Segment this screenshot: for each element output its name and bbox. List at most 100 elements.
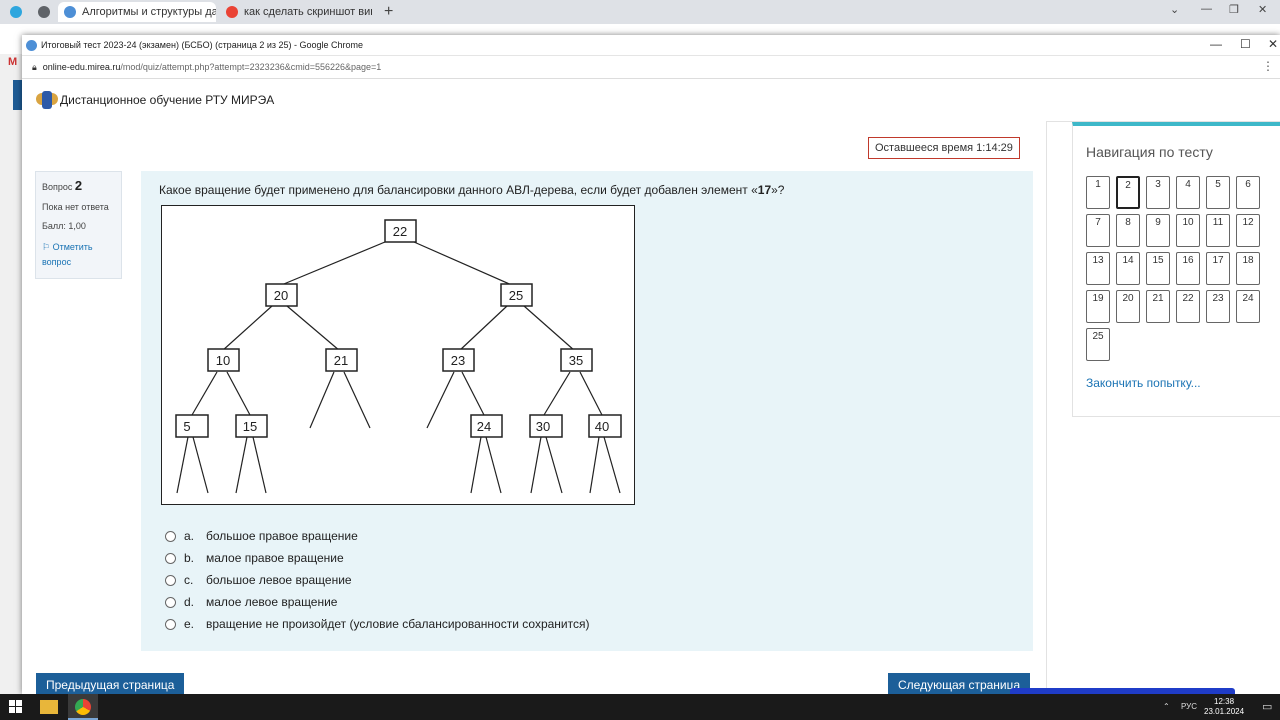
- answer-letter: d.: [184, 595, 195, 609]
- tab-search-icon[interactable]: ⌄: [1170, 4, 1180, 16]
- radio-button[interactable]: [165, 552, 176, 564]
- nav-page-button[interactable]: 16: [1176, 252, 1200, 285]
- nav-page-button[interactable]: 9: [1146, 214, 1170, 247]
- answer-option-b[interactable]: b.малое правое вращение: [165, 547, 589, 569]
- file-explorer-icon[interactable]: [40, 700, 58, 714]
- tree-node: 21: [325, 348, 358, 372]
- svg-text:35: 35: [569, 353, 583, 368]
- nav-page-button[interactable]: 21: [1146, 290, 1170, 323]
- tree-node: 23: [442, 348, 475, 372]
- nav-page-button[interactable]: 15: [1146, 252, 1170, 285]
- next-page-button[interactable]: Следующая страница: [888, 673, 1031, 694]
- site-header: Дистанционное обучение РТУ МИРЭА: [22, 79, 1280, 122]
- svg-text:40: 40: [595, 419, 609, 434]
- answer-text[interactable]: большое правое вращение: [206, 529, 358, 543]
- site-name[interactable]: Дистанционное обучение РТУ МИРЭА: [60, 93, 275, 107]
- nav-page-button[interactable]: 18: [1236, 252, 1260, 285]
- svg-text:25: 25: [509, 288, 523, 303]
- close-icon[interactable]: ✕: [1268, 37, 1279, 51]
- windows-start-icon[interactable]: [9, 700, 23, 714]
- nav-page-button[interactable]: 13: [1086, 252, 1110, 285]
- answer-text[interactable]: большое левое вращение: [206, 573, 352, 587]
- nav-page-button[interactable]: 20: [1116, 290, 1140, 323]
- lock-icon[interactable]: 🔒︎: [32, 61, 37, 72]
- tray-chevron-icon[interactable]: ⌃: [1163, 702, 1170, 711]
- flag-question-link[interactable]: ⚐ Отметить вопрос: [42, 240, 115, 270]
- question-info-panel: Вопрос 2 Пока нет ответа Балл: 1,00 ⚐ От…: [35, 171, 122, 279]
- nav-page-button[interactable]: 11: [1206, 214, 1230, 247]
- nav-page-button[interactable]: 7: [1086, 214, 1110, 247]
- language-indicator[interactable]: РУС: [1181, 702, 1198, 711]
- nav-page-button[interactable]: 4: [1176, 176, 1200, 209]
- tree-node: 15: [235, 414, 268, 438]
- answer-letter: e.: [184, 617, 195, 631]
- tree-node: 35: [560, 348, 593, 372]
- svg-text:22: 22: [393, 224, 407, 239]
- svg-text:10: 10: [216, 353, 230, 368]
- answer-text[interactable]: малое правое вращение: [206, 551, 344, 565]
- previous-page-button[interactable]: Предыдущая страница: [36, 673, 185, 694]
- mirea-logo-icon[interactable]: [36, 89, 58, 111]
- address-bar[interactable]: 🔒︎ online-edu.mirea.ru/mod/quiz/attempt.…: [22, 56, 1280, 79]
- close-window-icon[interactable]: ✕: [1258, 4, 1268, 16]
- background-tab-bar: Алгоритмы и структуры данны ✕ как сделат…: [0, 0, 1280, 24]
- google-icon: [226, 6, 238, 18]
- more-icon[interactable]: ⋮: [1262, 59, 1274, 73]
- nav-page-button[interactable]: 10: [1176, 214, 1200, 247]
- question-text-end: »?: [771, 183, 785, 197]
- nav-page-button[interactable]: 22: [1176, 290, 1200, 323]
- telegram-tab[interactable]: [4, 2, 26, 22]
- gmail-icon[interactable]: M: [8, 56, 18, 68]
- tree-node: 5: [175, 414, 209, 438]
- answer-option-d[interactable]: d. малое левое вращение: [165, 591, 589, 613]
- nav-page-button[interactable]: 3: [1146, 176, 1170, 209]
- tab-algorithms[interactable]: Алгоритмы и структуры данны ✕: [58, 2, 216, 22]
- nav-page-button[interactable]: 1: [1086, 176, 1110, 209]
- popup-title: Итоговый тест 2023-24 (экзамен) (БСБО) (…: [41, 40, 364, 50]
- answer-option-c[interactable]: c.большое левое вращение: [165, 569, 589, 591]
- svg-text:21: 21: [334, 353, 348, 368]
- answer-options: a.большое правое вращение b.малое правое…: [165, 525, 589, 635]
- chrome-taskbar-button[interactable]: [68, 694, 98, 720]
- answer-text[interactable]: вращение не произойдет (условие сбаланси…: [206, 617, 590, 631]
- quiz-popup-window: Итоговый тест 2023-24 (экзамен) (БСБО) (…: [22, 35, 1280, 694]
- nav-page-button[interactable]: 2: [1116, 176, 1140, 209]
- notification-icon[interactable]: ▭: [1262, 701, 1273, 713]
- restore-icon[interactable]: ❐: [1229, 4, 1239, 16]
- nav-page-button[interactable]: 19: [1086, 290, 1110, 323]
- question-text-start: Какое вращение будет применено для балан…: [159, 183, 758, 197]
- globe-tab[interactable]: [32, 2, 54, 22]
- nav-page-button[interactable]: 23: [1206, 290, 1230, 323]
- svg-text:5: 5: [183, 419, 190, 434]
- nav-page-button[interactable]: 17: [1206, 252, 1230, 285]
- svg-text:30: 30: [536, 419, 550, 434]
- tree-node: 40: [588, 414, 622, 438]
- radio-button[interactable]: [165, 574, 176, 586]
- tab-screenshot-search[interactable]: как сделать скриншот виндов ✕: [220, 2, 372, 22]
- finish-attempt-link[interactable]: Закончить попытку...: [1086, 376, 1201, 390]
- new-tab-button[interactable]: +: [384, 3, 394, 20]
- radio-button[interactable]: [165, 596, 176, 608]
- minimize-icon[interactable]: —: [1201, 3, 1212, 15]
- nav-page-button[interactable]: 12: [1236, 214, 1260, 247]
- flag-icon: ⚐: [42, 242, 51, 252]
- nav-page-button[interactable]: 14: [1116, 252, 1140, 285]
- answer-option-e[interactable]: e. вращение не произойдет (условие сбалан…: [165, 613, 589, 635]
- answer-option-a[interactable]: a.большое правое вращение: [165, 525, 589, 547]
- maximize-icon[interactable]: ☐: [1240, 37, 1251, 51]
- answer-text[interactable]: малое левое вращение: [206, 595, 338, 609]
- nav-page-button[interactable]: 24: [1236, 290, 1260, 323]
- nav-page-button[interactable]: 8: [1116, 214, 1140, 247]
- question-label: Вопрос: [42, 182, 73, 192]
- nav-page-button[interactable]: 5: [1206, 176, 1230, 209]
- nav-page-button[interactable]: 6: [1236, 176, 1260, 209]
- moodle-icon: [26, 39, 37, 51]
- quiz-content: Оставшееся время 1:14:29 Вопрос 2 Пока н…: [22, 121, 1047, 694]
- radio-button[interactable]: [165, 618, 176, 630]
- radio-button[interactable]: [165, 530, 176, 542]
- answer-status: Пока нет ответа: [42, 202, 109, 212]
- minimize-icon[interactable]: —: [1210, 37, 1222, 51]
- nav-page-button[interactable]: 25: [1086, 328, 1110, 361]
